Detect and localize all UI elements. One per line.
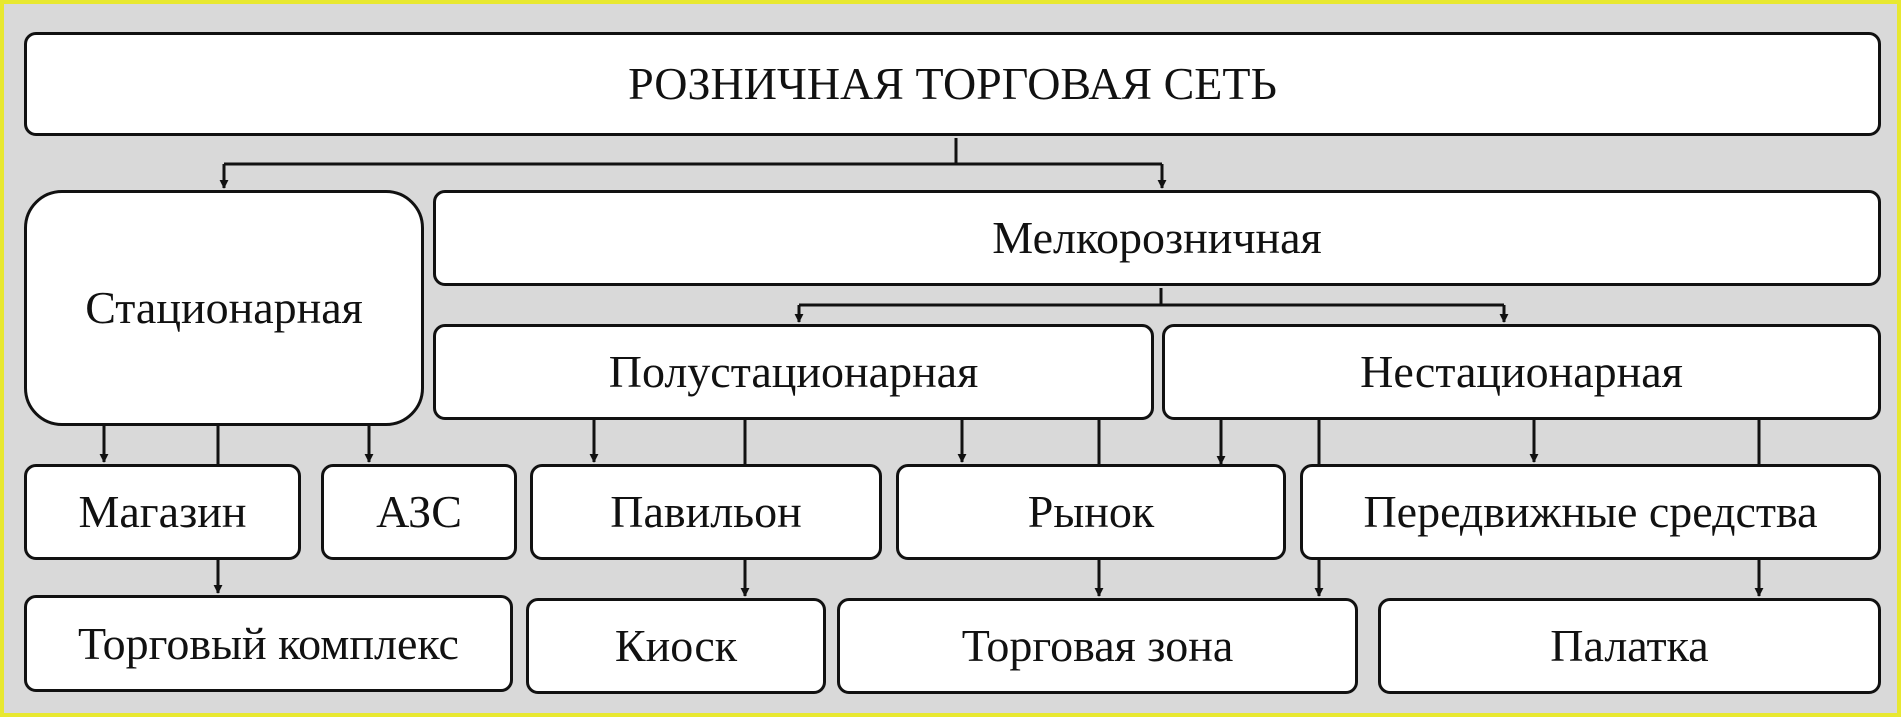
node-tent: Палатка [1378,598,1881,694]
node-root: РОЗНИЧНАЯ ТОРГОВАЯ СЕТЬ [24,32,1881,136]
connector-small-retail-split [799,288,1504,322]
node-trade-zone: Торговая зона [837,598,1358,694]
node-small-retail: Мелкорозничная [433,190,1881,286]
node-pavilion: Павильон [530,464,882,560]
node-shop: Магазин [24,464,301,560]
node-stationary: Стационарная [24,190,424,426]
node-gas-station: АЗС [321,464,517,560]
connector-root-split [224,138,1162,188]
node-market: Рынок [896,464,1286,560]
node-mobile: Передвижные средства [1300,464,1881,560]
node-kiosk: Киоск [526,598,826,694]
node-non-stationary: Нестационарная [1162,324,1881,420]
node-trade-complex: Торговый комплекс [24,595,513,692]
node-semi-stationary: Полустационарная [433,324,1154,420]
